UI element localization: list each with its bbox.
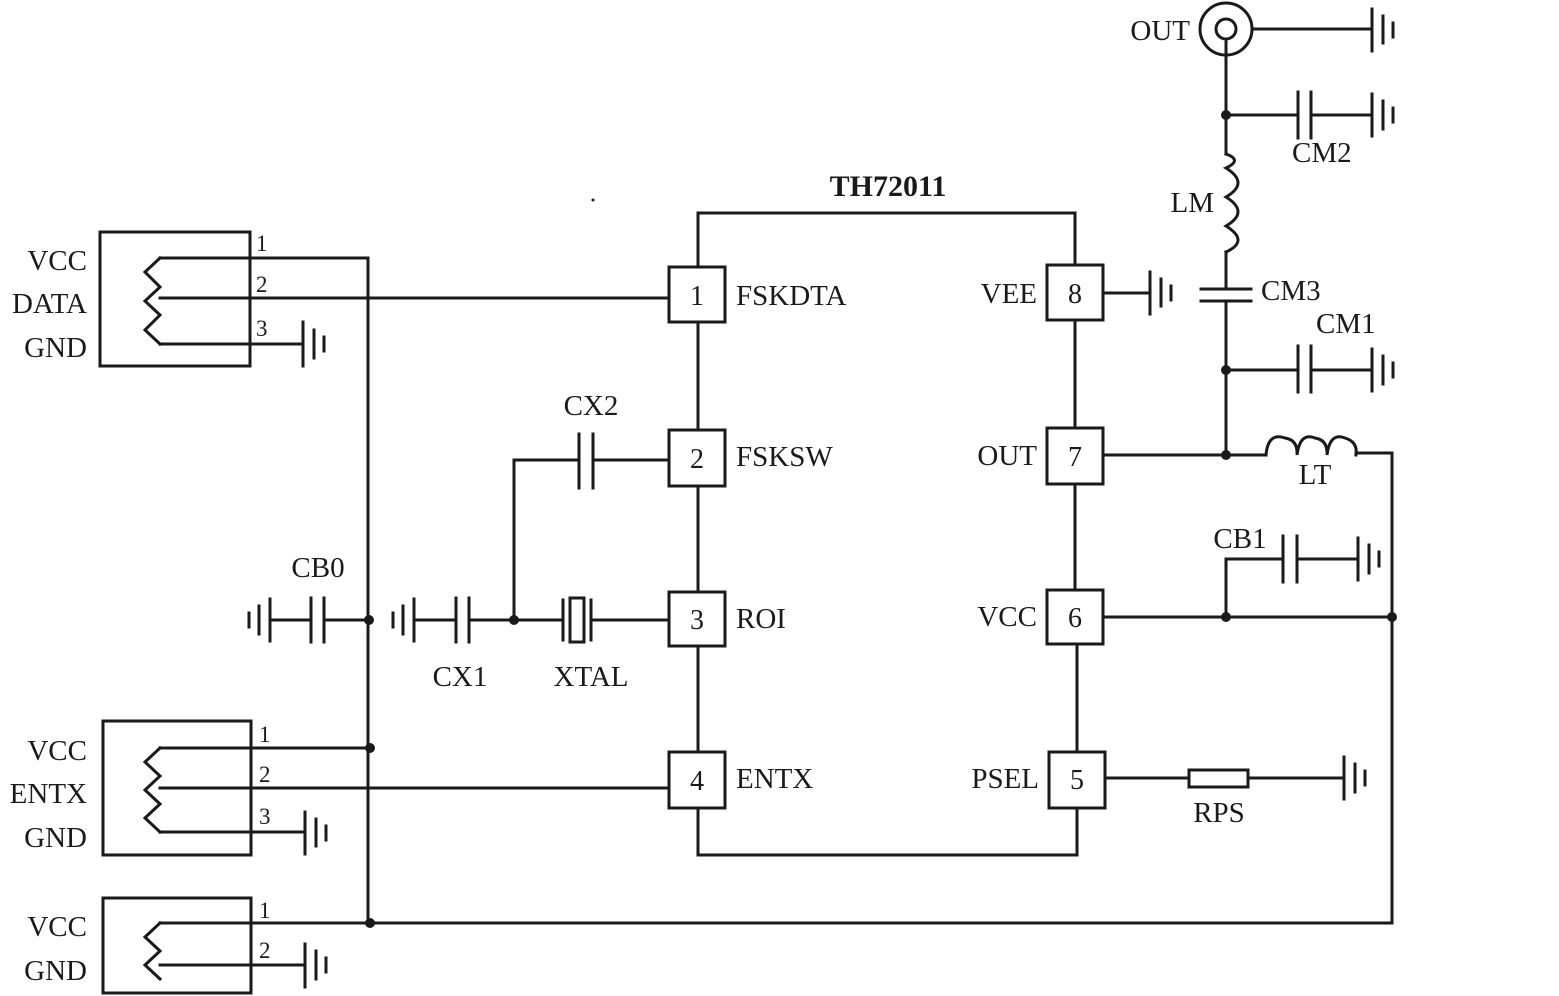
ground-icon [303,942,328,989]
ground-icon [1370,347,1395,393]
connector-2: VCC ENTX GND 1 2 3 [10,719,671,857]
pin-6-number: 6 [1068,603,1082,634]
vcc-bus [364,256,1397,928]
pin-4-number: 4 [690,766,704,797]
junction-dot [365,918,375,928]
rps-resistor [1187,768,1250,789]
junction-dot [1221,365,1231,375]
pin-2-name: FSKSW [736,441,833,473]
connector-2-label-gnd: GND [24,822,87,854]
connector-2-pin-1: 1 [259,722,271,747]
ground-icon [303,810,328,856]
junction-dot [509,615,519,625]
rps-label: RPS [1193,797,1245,829]
pin-1-box [667,265,727,324]
output-jack: OUT [1130,1,1372,57]
pin-1-number: 1 [690,281,704,312]
cb0-label: CB0 [291,552,344,584]
connector-3-pin-1: 1 [259,898,271,923]
pin-5-number: 5 [1070,765,1084,796]
pin-7-box [1045,426,1105,486]
connector-1-pin-2: 2 [256,272,268,297]
ground-icon [301,320,326,368]
pin-5-name: PSEL [971,763,1039,795]
ground-icon [1148,270,1173,316]
ground-symbols [247,7,1395,989]
lm-label: LM [1171,187,1215,219]
pin-6-box [1045,588,1105,646]
connector-1-label-vcc: VCC [27,245,87,277]
scan-speck [591,198,595,202]
cm1-label: CM1 [1316,308,1376,340]
connector-3-label-gnd: GND [24,955,87,987]
connector-2-label-vcc: VCC [27,735,87,767]
ground-icon [247,597,272,643]
output-network: CM3 LM CM1 CM2 LT CB1 RPS [1103,1,1394,829]
pin-3-number: 3 [690,605,704,636]
pin-3-box [667,590,727,648]
pin-1-name: FSKDTA [736,280,847,312]
pin-7-name: OUT [977,440,1037,472]
cm3-label: CM3 [1261,275,1321,307]
cx1-label: CX1 [433,661,488,693]
connector-2-label-entx: ENTX [10,778,87,810]
ground-icon [391,597,416,643]
cx2-label: CX2 [564,390,619,422]
connector-1-pin-1: 1 [256,231,268,256]
ground-icon [1342,755,1367,801]
pin-8-name: VEE [981,278,1037,310]
connector-2-pin-3: 3 [259,804,271,829]
connector-3-label-vcc: VCC [27,911,87,943]
junction-dot [1221,110,1231,120]
out-jack-label: OUT [1130,15,1190,47]
pin-8-number: 8 [1068,279,1082,310]
xtal-label: XTAL [554,661,629,693]
junction-dot [1221,450,1231,460]
pin-2-box [667,428,727,488]
pin-6-name: VCC [977,601,1037,633]
cb1-label: CB1 [1213,523,1266,555]
pin-3-name: ROI [736,603,786,635]
cm2-label: CM2 [1292,137,1352,169]
ground-icon [1370,92,1395,138]
crystal-network: CX1 XTAL CX2 [412,390,671,693]
pin-4-name: ENTX [736,763,813,795]
pin-4-box [667,750,727,810]
connector-1: VCC DATA GND 1 2 3 [12,230,671,368]
capacitor-cb0: CB0 [268,552,371,644]
connector-1-pin-3: 3 [256,316,268,341]
xtal-crystal [561,596,671,644]
connector-2-pin-2: 2 [259,762,271,787]
ic-title: TH72011 [830,170,947,203]
pin-2-number: 2 [690,444,704,475]
ground-icon [1370,7,1395,53]
ic-th72011: TH72011 1 FSKDTA 2 FSKSW 3 ROI 4 ENTX 8 … [667,170,1107,857]
junction-dot [365,743,375,753]
pin-5-box [1047,750,1107,810]
connector-3: VCC GND 1 2 [24,896,372,995]
connector-1-label-data: DATA [12,288,87,320]
lt-label: LT [1299,459,1332,491]
pin-7-number: 7 [1068,442,1082,473]
pin-8-box [1045,263,1105,322]
ground-icon [1356,536,1381,582]
junction-dot [1387,612,1397,622]
connector-1-label-gnd: GND [24,332,87,364]
connector-3-pin-2: 2 [259,938,271,963]
